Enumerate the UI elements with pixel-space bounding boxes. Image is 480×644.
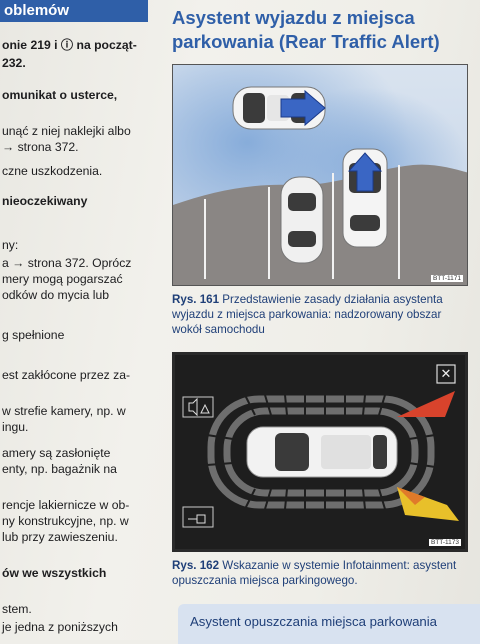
left-text-line: omunikat o usterce, [2,88,118,102]
left-text-line: odków do mycia lub [2,288,110,302]
caption-text: Wskazanie w systemie Infotainment: asyst… [172,559,457,587]
section-header: oblemów [0,0,148,22]
park-assist-icon [188,514,206,524]
parking-bay-lines [204,165,400,279]
figure-infotainment-display: ✕ BTT-1173 [172,352,468,552]
left-text-line: rencje lakiernicze w ob- [2,498,130,512]
left-text-line: onie 219 i ⓘ na począt- [2,38,137,52]
warning-triangle-icon [200,403,210,414]
figure-code: BTT-1173 [428,539,461,546]
info-box-text: Asystent opuszczania miejsca parkowania [190,614,438,629]
caption-number: Rys. 161 [172,293,220,306]
left-text-line: ny konstrukcyjne, np. w [2,514,129,528]
left-text-line: 232. [2,56,26,70]
left-text-line: → strona 372. [2,140,79,154]
section-title: Asystent wyjazdu z miejsca parkowania (R… [172,6,472,54]
left-text-line: ny: [2,238,19,252]
close-button[interactable]: ✕ [440,366,452,381]
figure-rear-traffic-illustration: BTT-1171 [172,64,468,286]
left-text-line: nieoczekiwany [2,194,88,208]
figure-code: BTT-1171 [430,275,463,282]
section-title-line-2: parkowania (Rear Traffic Alert) [172,31,440,52]
park-assist-icon-frame [182,506,214,528]
parking-lot-illustration [173,65,467,285]
segment-dividers [206,394,436,510]
left-column: oblemów onie 219 i ⓘ na począt- 232. omuni… [0,0,160,640]
figure-162-caption: Rys. 162 Wskazanie w systemie Infotainme… [172,558,470,588]
left-text-line: w strefie kamery, np. w [2,404,126,418]
left-text-line: mery mogą pogarszać [2,272,123,286]
arrow-up-icon [347,152,383,192]
left-text-line: amery są zasłonięte [2,446,111,460]
left-text-line: ów we wszystkich [2,566,107,580]
arrow-right-icon [280,89,326,127]
left-text-line: est zakłócone przez za- [2,368,131,382]
left-text-line: g spełnione [2,328,65,342]
left-text-line: enty, np. bagażnik na [2,462,117,476]
left-text-line: ingu. [2,420,29,434]
speaker-icon [188,397,198,417]
figure-161-caption: Rys. 161 Przedstawienie zasady działania… [172,292,470,337]
left-text-line: lub przy zawieszeniu. [2,530,118,544]
info-box: Asystent opuszczania miejsca parkowania [178,604,480,644]
rear-right-warning-zone [397,391,455,417]
sensor-segment-rings [207,395,435,509]
close-button-frame [436,364,456,384]
left-text-line: unąć z niej naklejki albo [2,124,131,138]
parked-car [280,176,324,264]
left-text-line: je jedna z poniższych [2,620,118,634]
vehicle-top-view [246,426,398,478]
left-text-line: a → strona 372. Oprócz [2,256,132,270]
caption-text: Przedstawienie zasady działania asystent… [172,293,443,336]
audio-warning-icon-frame [182,396,214,418]
infotainment-screen [175,355,465,549]
left-text-line: czne uszkodzenia. [2,164,103,178]
section-title-line-1: Asystent wyjazdu z miejsca [172,7,415,28]
caption-number: Rys. 162 [172,559,220,572]
left-text-line: stem. [2,602,32,616]
